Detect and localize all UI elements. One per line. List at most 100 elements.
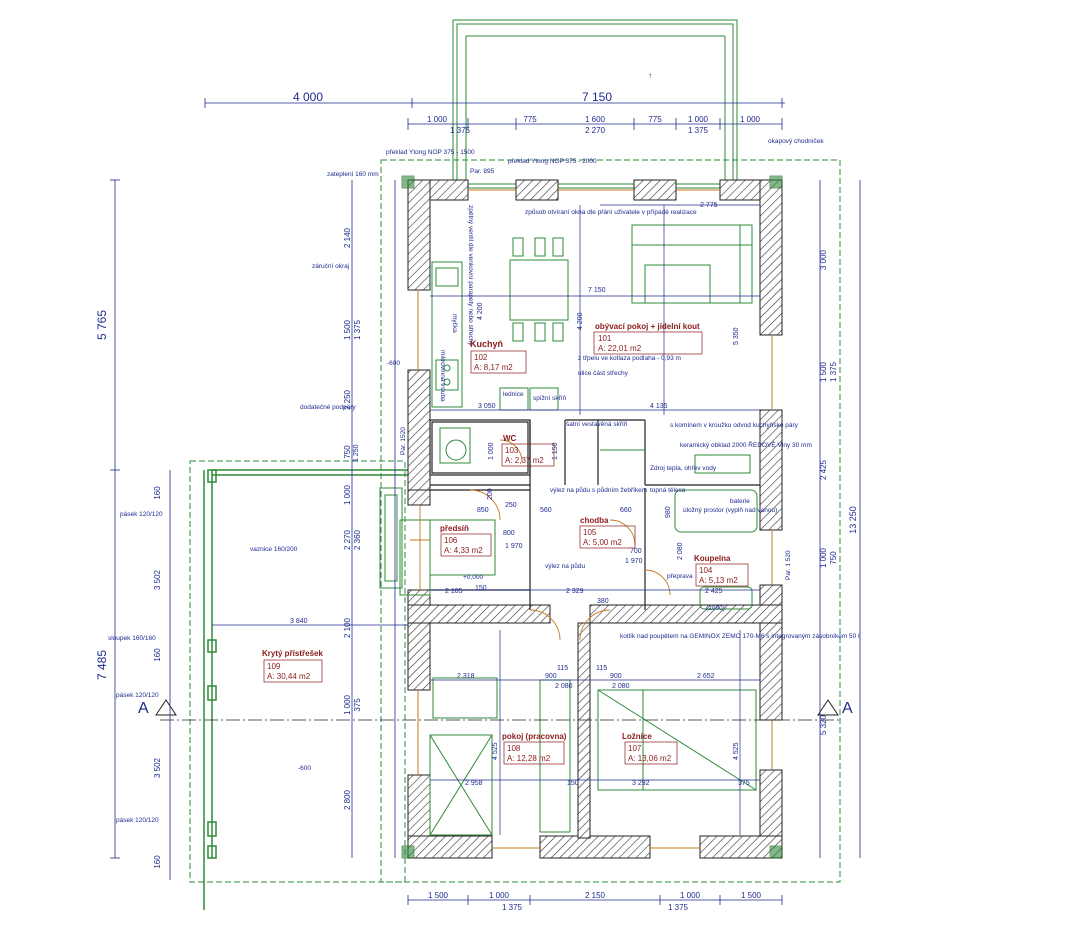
room-area: A: 5,00 m2	[583, 538, 622, 547]
interior-dim: 4 200	[477, 302, 484, 320]
room-number: 109	[267, 662, 281, 671]
dim-top-7150: 7 150	[582, 90, 612, 104]
dim-right: 3 000	[819, 249, 828, 270]
annotation: lednice	[503, 391, 524, 398]
room-107: Ložnice 107 A: 13,06 m2	[622, 732, 678, 765]
interior-dim: 2 958	[465, 780, 483, 787]
annotation: z třpelu ve kotlaza podlaha - 0,93 m	[578, 355, 681, 362]
door-swings	[410, 439, 671, 641]
room-number: 101	[598, 334, 612, 343]
interior-dim: 115	[596, 665, 607, 672]
dim-left-kitchen: 2 140	[343, 227, 352, 248]
room-name: WC	[503, 434, 517, 443]
dim-right: 1 000	[819, 547, 828, 568]
interior-dim: 5 350	[733, 327, 740, 345]
room-number: 103	[505, 446, 519, 455]
room-109: Krytý přístřešek 109 A: 30,44 m2	[262, 649, 323, 683]
interior-dims: 2 775 7 150 4 200 4 200 5 350 3 050 4 13…	[290, 202, 750, 787]
room-number: 106	[444, 536, 458, 545]
interior-dim: 4 200	[577, 312, 584, 330]
room-area: A: 13,06 m2	[628, 754, 672, 763]
room-106: předsíň 106 A: 4,33 m2	[440, 524, 492, 557]
annotation: sloupek 160/160	[108, 635, 156, 642]
dim-left-kitchen: 2 250	[343, 389, 352, 410]
annotation: Kuchyň	[470, 339, 503, 349]
left-shelter-dims: 160 3 502 160 3 502 160	[153, 486, 162, 869]
annotation: mikrovlnná trouba	[439, 350, 446, 402]
annotation: výlez na půdu s půdním žebříkem	[550, 486, 647, 494]
dim-left-mid: 2 800	[343, 789, 352, 810]
dim-shelter: 160	[153, 486, 162, 500]
interior-dim: 150	[567, 780, 579, 787]
room-number: 104	[699, 566, 713, 575]
interior-dim: 2 318	[457, 673, 475, 680]
dim-left-kitchen-sub: 2 360	[353, 529, 362, 550]
dim-right: 5 320	[819, 714, 828, 735]
dim-right: 1 500	[819, 361, 828, 382]
dim-bottom-row1: 1 500	[741, 891, 762, 900]
room-108: pokoj (pracovna) 108 A: 12,28 m2	[502, 732, 567, 765]
annotation: pásek 120/120	[120, 511, 163, 518]
interior-dim: 3 292	[632, 780, 650, 787]
interior-dim: 900	[545, 673, 557, 680]
dim-right-sub: 1 375	[829, 361, 838, 382]
room-101: obývací pokoj + jídelní kout 101 A: 22,0…	[593, 322, 703, 355]
dim-top-row2: 2 270	[585, 126, 606, 135]
interior-dim: 560	[540, 507, 552, 514]
terrace-outline	[452, 19, 738, 189]
annotation: zpětný ventil dle venkovní parapety nebo…	[467, 205, 474, 346]
annotation: Par. 1520	[400, 427, 407, 455]
dim-top-row2: 1 375	[688, 126, 709, 135]
dim-left-5765: 5 765	[95, 310, 109, 340]
interior-dim: 2 105	[445, 588, 463, 595]
dim-bottom-row1: 2 150	[585, 891, 606, 900]
dim-left-mid-sub: 375	[353, 698, 362, 712]
interior-dim: 1 000	[488, 442, 495, 460]
annotation: Zdroj tepla, ohřev vody	[650, 465, 717, 472]
section-line	[155, 699, 840, 721]
annotation: záruční okraj	[312, 263, 349, 270]
annotation: vaznice 160/200	[250, 546, 298, 553]
interior-dim: 1 970	[625, 558, 643, 565]
annotation: Par. 895	[470, 168, 495, 175]
section-mark-left: A	[138, 700, 149, 717]
dim-left-7485: 7 485	[95, 650, 109, 680]
dim-left-kitchen: 1 500	[343, 319, 352, 340]
interior-dim: 250	[505, 502, 517, 509]
furniture	[379, 224, 758, 836]
dim-top-row2: 1 375	[450, 126, 471, 135]
dim-left-kitchen: 2 270	[343, 529, 352, 550]
annotation: způsob otvíraní okna dle přání uživatele…	[525, 208, 697, 216]
interior-dim: 800	[503, 530, 515, 537]
interior-dim: 850	[477, 507, 489, 514]
room-name: předsíň	[440, 524, 469, 533]
dim-shelter: 3 502	[153, 757, 162, 778]
dim-top-row1: 775	[648, 115, 662, 124]
annotation: překlad Ytong NOP 375 - 1500	[386, 149, 475, 156]
room-area: A: 8,17 m2	[474, 363, 513, 372]
interior-dim: 1 250	[353, 444, 360, 462]
interior-dim-lines	[212, 204, 760, 835]
section-mark-right: A	[842, 700, 853, 717]
room-name: pokoj (pracovna)	[502, 732, 567, 741]
interior-dim: 1 150	[552, 442, 559, 460]
room-104: Koupelna 104 A: 5,13 m2	[694, 554, 749, 587]
room-102: 102 A: 8,17 m2	[470, 350, 527, 374]
annotation: překlad Ytong NOP 375 - 2000	[508, 158, 597, 165]
right-dims: 3 000 1 500 2 425 1 000 5 320 1 375 750 …	[819, 249, 858, 735]
annotation: pásek 120/120	[116, 817, 159, 824]
annotation: -600	[387, 360, 400, 367]
interior-dim: 7 150	[588, 287, 606, 294]
dim-bottom-row2: 1 375	[502, 903, 523, 912]
dim-left-mid: 1 000	[343, 694, 352, 715]
interior-dim: 115	[557, 665, 568, 672]
dim-bottom-row1: 1 000	[489, 891, 510, 900]
dim-right-total: 13 250	[848, 506, 858, 534]
room-area: A: 5,13 m2	[699, 576, 738, 585]
annotations: zateplení 160 mm záruční okraj překlad Y…	[108, 138, 860, 824]
left-kitchen-dims: 2 140 1 500 2 250 750 1 000 2 270 1 375 …	[343, 227, 362, 550]
windows	[417, 189, 773, 849]
left-mid-dims: 2 100 1 000 2 800 375	[343, 617, 362, 810]
room-name: Koupelna	[694, 554, 731, 563]
room-number: 105	[583, 528, 597, 537]
